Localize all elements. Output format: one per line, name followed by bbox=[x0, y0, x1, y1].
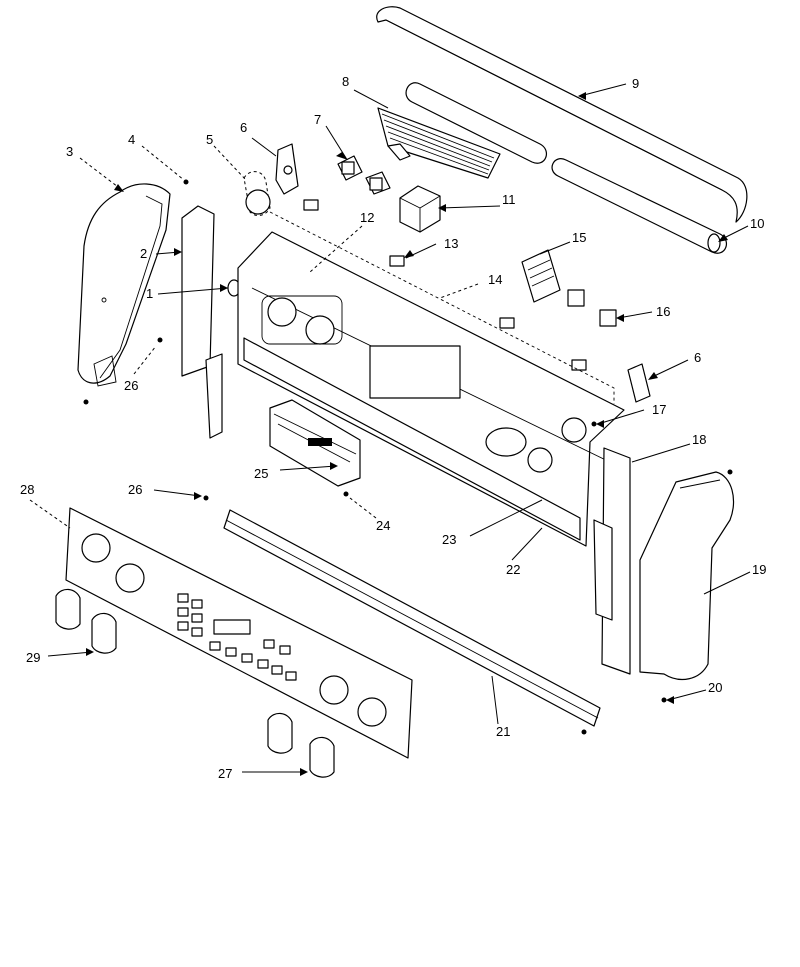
screws bbox=[83, 179, 733, 735]
part-18-right-bracket bbox=[593, 447, 631, 675]
callout-12: 12 bbox=[360, 210, 374, 225]
leader-lines bbox=[29, 83, 751, 776]
callout-26-lower: 26 bbox=[128, 482, 142, 497]
callout-27: 27 bbox=[218, 766, 232, 781]
callout-labels: 1 2 3 4 5 6 6 7 8 9 10 11 12 13 14 15 16… bbox=[20, 74, 766, 781]
callout-28: 28 bbox=[20, 482, 34, 497]
callout-13: 13 bbox=[444, 236, 458, 251]
callout-21: 21 bbox=[496, 724, 510, 739]
part-3-left-endcap bbox=[77, 183, 171, 387]
part-25-clock-module bbox=[269, 399, 361, 487]
callout-16: 16 bbox=[656, 304, 670, 319]
part-21-lower-trim bbox=[223, 509, 601, 727]
callout-15: 15 bbox=[572, 230, 586, 245]
callout-23: 23 bbox=[442, 532, 456, 547]
callout-6-right: 6 bbox=[694, 350, 701, 365]
part-28-front-panel bbox=[65, 507, 413, 759]
callout-1: 1 bbox=[146, 286, 153, 301]
part-7-switches bbox=[337, 155, 391, 195]
callout-24: 24 bbox=[376, 518, 390, 533]
callout-7: 7 bbox=[314, 112, 321, 127]
callout-5: 5 bbox=[206, 132, 213, 147]
part-11-relay bbox=[399, 185, 441, 233]
callout-9: 9 bbox=[632, 76, 639, 91]
callout-22: 22 bbox=[506, 562, 520, 577]
part-16-switches bbox=[567, 289, 617, 327]
touchpad-keys bbox=[177, 593, 297, 681]
callout-4: 4 bbox=[128, 132, 135, 147]
callout-6-top: 6 bbox=[240, 120, 247, 135]
callout-26-left: 26 bbox=[124, 378, 138, 393]
part-15-control-board bbox=[521, 249, 561, 303]
part-29-knobs bbox=[55, 588, 117, 654]
callout-25: 25 bbox=[254, 466, 268, 481]
callout-3: 3 bbox=[66, 144, 73, 159]
callout-11: 11 bbox=[502, 192, 516, 207]
part-2-left-bracket bbox=[181, 205, 223, 439]
part-8-wire-harness bbox=[377, 107, 501, 179]
callout-29: 29 bbox=[26, 650, 40, 665]
callout-14: 14 bbox=[488, 272, 502, 287]
part-22-channel bbox=[243, 337, 581, 541]
part-5-lamp bbox=[243, 171, 271, 216]
callout-2: 2 bbox=[140, 246, 147, 261]
callout-19: 19 bbox=[752, 562, 766, 577]
callout-10: 10 bbox=[750, 216, 764, 231]
part-27-knobs bbox=[267, 712, 335, 778]
part-14-rear-panel bbox=[237, 211, 625, 547]
callout-8: 8 bbox=[342, 74, 349, 89]
callout-17: 17 bbox=[652, 402, 666, 417]
callout-20: 20 bbox=[708, 680, 722, 695]
part-10-light-tube bbox=[405, 82, 728, 254]
part-19-right-endcap bbox=[639, 471, 735, 681]
callout-18: 18 bbox=[692, 432, 706, 447]
part-9-top-trim bbox=[376, 6, 748, 223]
part-13-terminals bbox=[303, 199, 587, 371]
part-6-bracket bbox=[275, 143, 651, 403]
